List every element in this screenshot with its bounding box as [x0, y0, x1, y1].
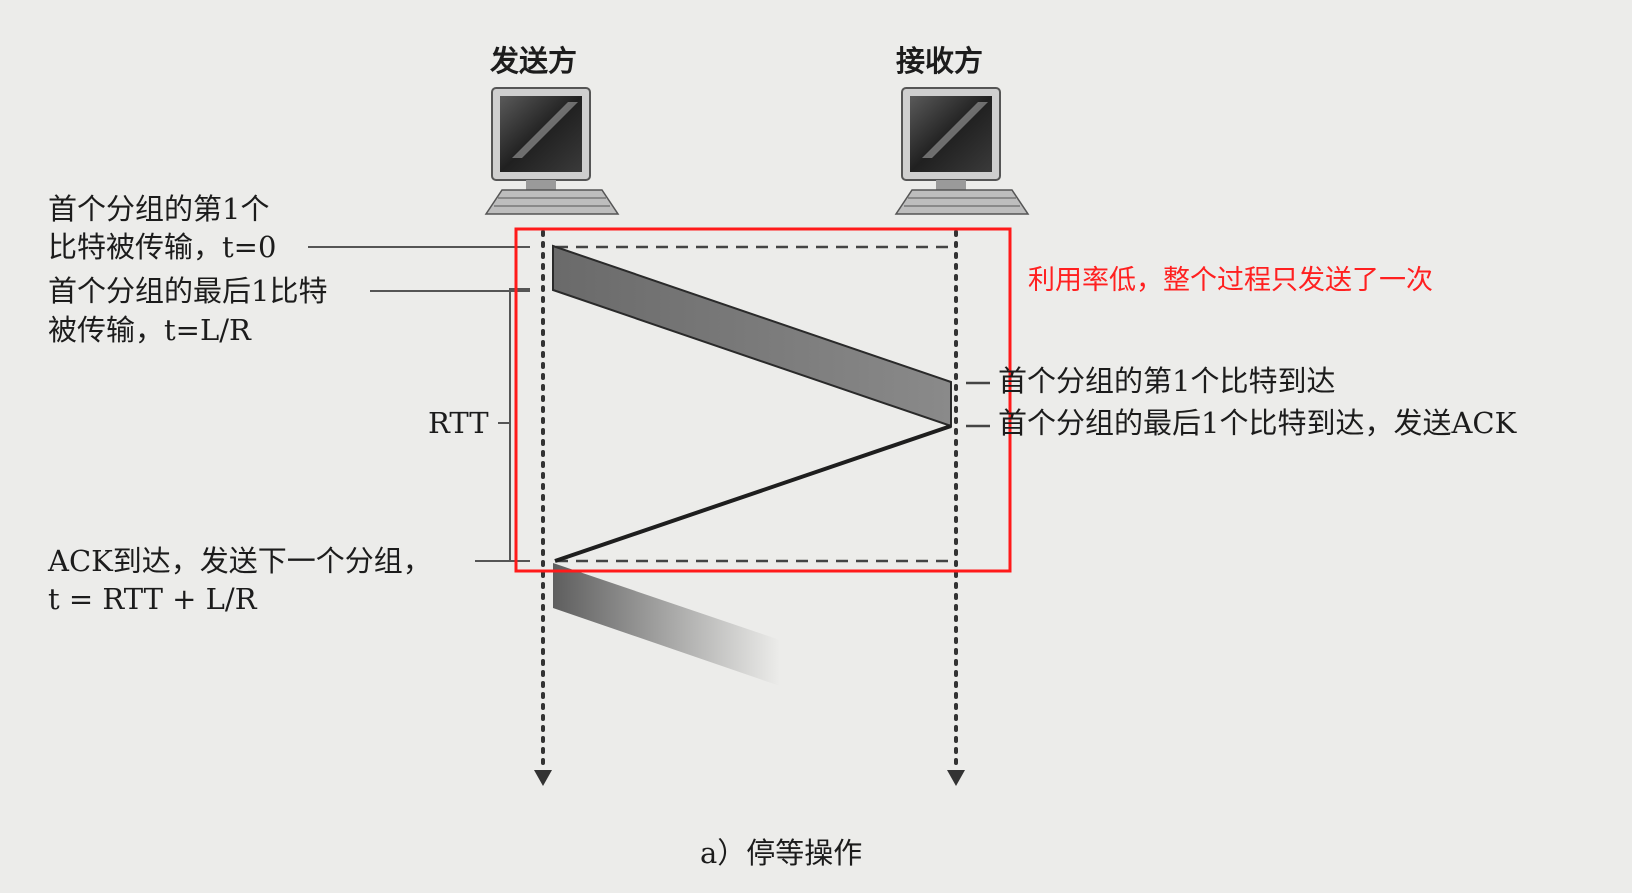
label-first-bit-arrive: 首个分组的第1个比特到达 [998, 364, 1336, 398]
highlight-box [514, 227, 1012, 573]
figure-caption: a）停等操作 [700, 836, 863, 870]
receiver-header: 接收方 [896, 44, 984, 78]
label-first-bit-sent-line1: 首个分组的第1个 [48, 192, 270, 226]
rtt-bracket [509, 288, 530, 562]
label-ack-arrive-line2: t = RTT + L/R [48, 582, 257, 616]
label-rtt: RTT [428, 406, 489, 440]
sender-header: 发送方 [490, 44, 578, 78]
next-packet-band [553, 563, 780, 686]
receiver-timeline-arrow [947, 770, 965, 786]
packet-transmission-band [552, 244, 952, 428]
annotation-low-utilization: 利用率低，整个过程只发送了一次 [1028, 265, 1433, 296]
ack-return-line [554, 424, 952, 563]
receiver-computer-icon [894, 87, 1030, 215]
sender-computer-icon [484, 87, 620, 215]
label-last-bit-sent-line1: 首个分组的最后1比特 [48, 274, 328, 308]
label-first-bit-sent-line2: 比特被传输，t=0 [48, 230, 277, 264]
label-ack-arrive-line1: ACK到达，发送下一个分组， [48, 544, 432, 578]
label-last-bit-arrive: 首个分组的最后1个比特到达，发送ACK [998, 406, 1517, 440]
sender-timeline-arrow [534, 770, 552, 786]
label-last-bit-sent-line2: 被传输，t=L/R [48, 313, 251, 347]
